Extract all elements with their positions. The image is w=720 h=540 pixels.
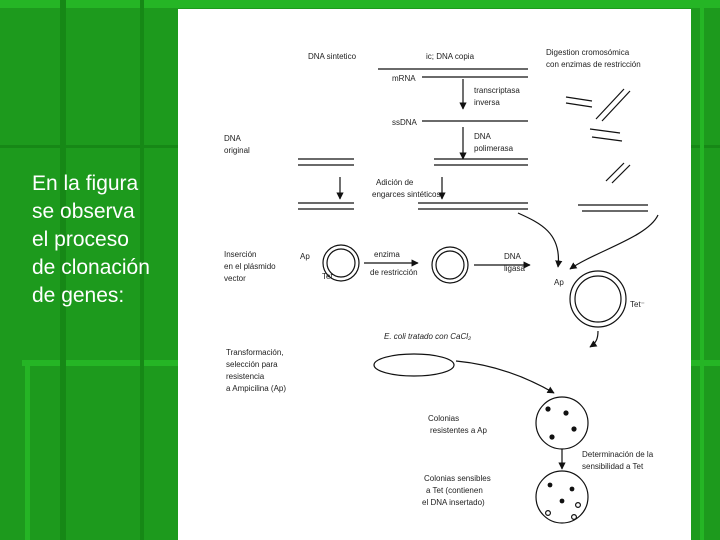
plasmid-cut xyxy=(431,246,469,284)
arrow xyxy=(589,330,599,348)
colony xyxy=(545,406,551,412)
label-tet-left: Tet xyxy=(322,272,333,281)
caption-line: En la figura xyxy=(32,172,139,195)
label-dna-sintetico: DNA sintetico xyxy=(308,52,357,61)
label-transcriptasa-2: inversa xyxy=(474,98,500,107)
caption-line: de genes: xyxy=(32,284,125,307)
fragment xyxy=(565,102,593,108)
cloning-diagram: DNA sintetico ic; DNA copia Digestion cr… xyxy=(178,9,691,540)
colony xyxy=(575,502,582,509)
fragment xyxy=(601,90,631,122)
label-colonias-sen-1: Colonias sensibles xyxy=(424,474,491,483)
colony xyxy=(559,498,565,504)
label-digestion-2: con enzimas de restricción xyxy=(546,60,641,69)
label-transformacion-1: Transformación, xyxy=(226,348,284,357)
label-tet-right: Tet⁻ xyxy=(630,300,645,309)
label-ligasa-1: DNA xyxy=(504,252,522,261)
label-colonias-res-1: Colonias xyxy=(428,414,459,423)
fragment xyxy=(595,88,625,120)
label-ap-left: Ap xyxy=(300,252,310,261)
label-insercion-1: Inserción xyxy=(224,250,256,259)
label-transformacion-3: resistencia xyxy=(226,372,265,381)
label-ligasa-2: ligasa xyxy=(504,264,525,273)
fragment xyxy=(565,96,593,102)
slide-caption: En la figura se observa el proceso de cl… xyxy=(32,170,172,310)
colony xyxy=(547,482,553,488)
colony xyxy=(571,514,578,521)
label-ap-right: Ap xyxy=(554,278,564,287)
colony xyxy=(563,410,569,416)
label-transformacion-4: a Ampicilina (Ap) xyxy=(226,384,286,393)
arrow xyxy=(455,360,555,394)
petri-plate-resistant xyxy=(535,396,589,450)
deco-band xyxy=(0,0,720,8)
arrow xyxy=(517,212,563,268)
fragment xyxy=(605,162,625,182)
fragment xyxy=(591,136,623,142)
label-transcriptasa-1: transcriptasa xyxy=(474,86,520,95)
label-dna-copia: ic; DNA copia xyxy=(426,52,475,61)
label-enzima-2: de restricción xyxy=(370,268,418,277)
label-colonias-sen-2: a Tet (contienen xyxy=(426,486,483,495)
label-determinacion-1: Determinación de la xyxy=(582,450,654,459)
caption-line: se observa xyxy=(32,200,135,223)
plasmid-vector xyxy=(326,248,356,278)
label-adicion-1: Adición de xyxy=(376,178,414,187)
label-dna-original-1: DNA xyxy=(224,134,242,143)
label-mrna: mRNA xyxy=(392,74,416,83)
colony xyxy=(545,510,552,517)
recombinant-plasmid xyxy=(574,275,622,323)
caption-line: de clonación xyxy=(32,256,150,279)
arrow xyxy=(569,214,659,270)
plasmid-vector xyxy=(322,244,360,282)
fragment xyxy=(611,164,631,184)
label-insercion-3: vector xyxy=(224,274,246,283)
label-polimerasa-2: polimerasa xyxy=(474,144,514,153)
ecoli-cell xyxy=(373,353,455,377)
label-digestion-1: Digestion cromosómica xyxy=(546,48,630,57)
deco-band xyxy=(700,0,704,540)
colony xyxy=(571,426,577,432)
colony xyxy=(549,434,555,440)
label-enzima-1: enzima xyxy=(374,250,400,259)
label-transformacion-2: selección para xyxy=(226,360,278,369)
label-ssdna: ssDNA xyxy=(392,118,418,127)
label-ecoli: E. coli tratado con CaCl₂ xyxy=(384,332,471,341)
label-determinacion-2: sensibilidad a Tet xyxy=(582,462,644,471)
label-adicion-2: engarces sintéticos xyxy=(372,190,440,199)
cloning-diagram-svg: DNA sintetico ic; DNA copia Digestion cr… xyxy=(224,48,659,524)
colony xyxy=(569,486,575,492)
label-insercion-2: en el plásmido xyxy=(224,262,276,271)
label-colonias-sen-3: el DNA insertado) xyxy=(422,498,485,507)
recombinant-plasmid xyxy=(569,270,627,328)
petri-plate-sensitive xyxy=(535,470,589,524)
deco-band xyxy=(25,360,30,540)
fragment xyxy=(589,128,621,134)
caption-line: el proceso xyxy=(32,228,129,251)
plasmid-cut xyxy=(435,250,465,280)
deco-band xyxy=(60,0,66,540)
label-dna-original-2: original xyxy=(224,146,250,155)
label-colonias-res-2: resistentes a Ap xyxy=(430,426,487,435)
label-polimerasa-1: DNA xyxy=(474,132,492,141)
deco-band xyxy=(140,0,144,540)
